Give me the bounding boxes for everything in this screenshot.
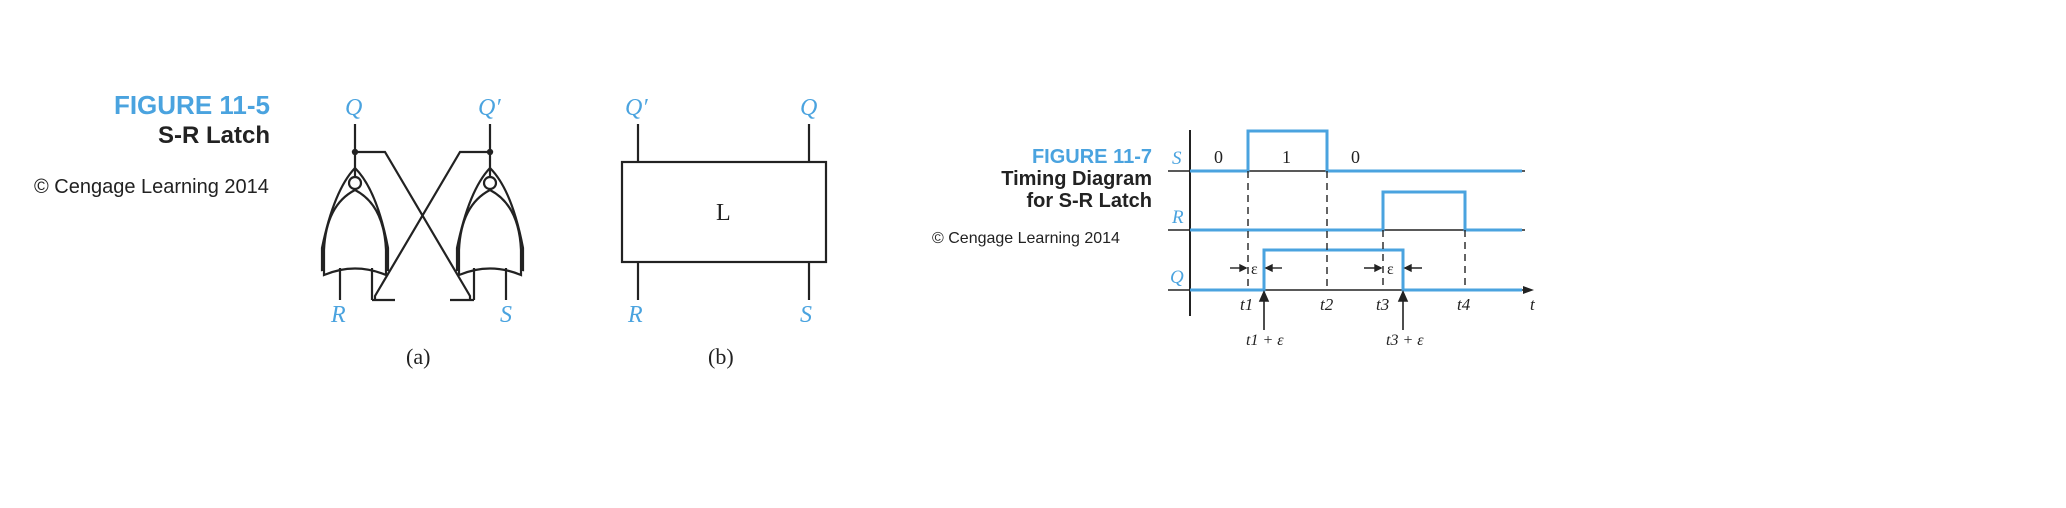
figure-11-7-title: FIGURE 11-7 [1031,146,1152,168]
gates-upright [322,175,523,277]
time-label-t1-eps: t1 + ε [1246,332,1284,349]
signal-s-label: S [1172,148,1182,169]
r-waveform [1190,190,1522,232]
latch-wires [338,124,508,302]
time-marker-lines [1247,171,1466,290]
panel-b-qprime-label: Q′ [625,95,648,121]
time-label-t2: t2 [1320,295,1334,314]
panel-b-caption: (b) [708,344,734,369]
epsilon-label-1: ε [1251,261,1258,278]
time-axis-arrow-icon [1523,286,1534,294]
latch-block-diagram [620,124,828,300]
panel-a-r-label: R [330,302,346,328]
epsilon-arrows [1230,263,1422,273]
figure-11-7-subtitle-line1: Timing Diagram [1001,168,1152,190]
s-waveform [1190,129,1522,173]
panel-b-r-label: R [627,302,643,328]
panel-a-qprime-label: Q′ [478,95,501,121]
signal-q-label: Q [1170,267,1184,288]
panel-b-q-label: Q [800,95,817,121]
time-label-t1: t1 [1240,295,1253,314]
q-waveform [1190,248,1522,292]
s-value-after: 0 [1351,147,1360,167]
left-gate-shape [322,188,388,277]
figure-11-5-subtitle: S-R Latch [157,122,270,149]
s-value-before: 0 [1214,147,1223,167]
panel-a-q-label: Q [345,95,362,121]
epsilon-label-2: ε [1387,261,1394,278]
right-gate-shape [457,188,523,277]
figure-11-5-copyright: © Cengage Learning 2014 [34,176,269,198]
figure-11-5-title: FIGURE 11-5 [113,90,270,120]
figure-11-7-copyright: © Cengage Learning 2014 [932,230,1120,247]
latch-box-label: L [716,200,731,226]
qprime-junction-dot [486,148,494,156]
time-axis-label: t [1530,295,1536,314]
left-gate-bubble [347,175,363,191]
panel-a-caption: (a) [406,344,430,369]
figure-11-7-subtitle-line2: for S-R Latch [1026,190,1152,212]
time-label-t4: t4 [1457,295,1471,314]
latch-box [620,160,828,264]
right-gate-bubble [482,175,498,191]
signal-r-label: R [1171,207,1184,228]
q-junction-dot [351,148,359,156]
time-label-t3: t3 [1376,295,1389,314]
s-value-high: 1 [1282,147,1291,167]
delay-arrows [1258,290,1409,330]
panel-b-s-label: S [800,302,812,328]
time-label-t3-eps: t3 + ε [1386,332,1424,349]
panel-a-s-label: S [500,302,512,328]
